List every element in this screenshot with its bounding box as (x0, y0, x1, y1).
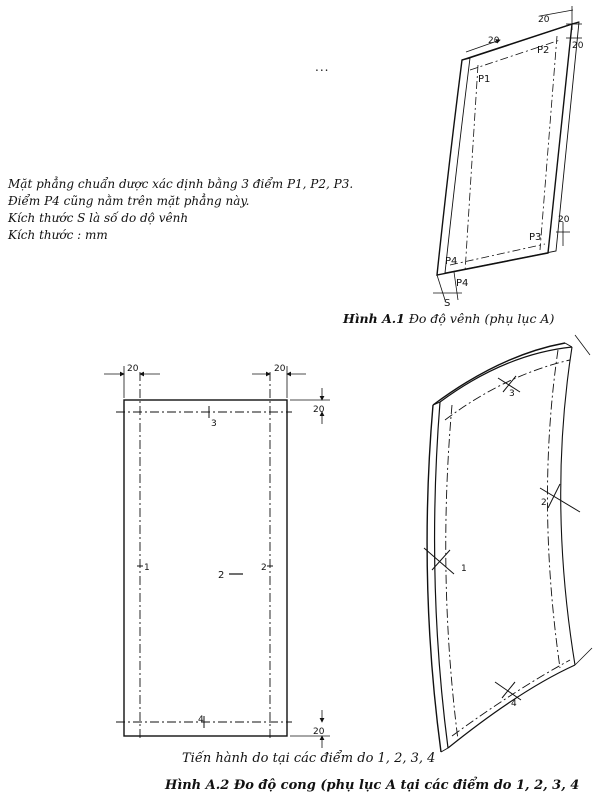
note-line-3: Kích thước S là số do dộ vênh (8, 211, 189, 225)
note-line-4: Kích thước : mm (8, 228, 108, 242)
label-s: S (444, 298, 450, 309)
figure-a2-flat-labels: 20 20 20 20 3 1 2 2 4 (127, 364, 325, 737)
dim-20-right-bottom: 20 (313, 727, 325, 737)
figure-a2-subtitle: Tiến hành do tại các điểm do 1, 2, 3, 4 (182, 751, 436, 766)
dim-20-right: 20 (572, 41, 584, 51)
dim-20-top-right: 20 (274, 364, 286, 374)
figure-a1-caption-number: Hình A.1 (343, 311, 405, 326)
figure-a2-curved-labels: 1 2 3 4 (461, 389, 547, 709)
note-line-1: Mặt phẳng chuẩn dược xác dịnh bằng 3 điể… (8, 177, 354, 191)
dim-20-top-left: 20 (127, 364, 139, 374)
figure-a2-curved-panel (423, 334, 593, 753)
iso-point-2-label: 2 (541, 498, 547, 508)
iso-point-4-label: 4 (511, 699, 517, 709)
label-p4-upper: P4 (445, 256, 457, 267)
label-p1: P1 (478, 74, 490, 85)
figure-a1-panel (433, 6, 582, 301)
figure-a2-caption: Hình A.2 Đo độ cong (phụ lục A tại các đ… (165, 778, 580, 793)
point-1-label: 1 (144, 563, 150, 573)
figure-a1-caption-text: Đo độ vênh (phụ lục A) (404, 311, 555, 326)
point-4-label: 4 (198, 715, 204, 725)
label-p3: P3 (529, 232, 541, 243)
stray-dots: ... (315, 60, 330, 74)
figure-a1-caption: Hình A.1 Đo độ vênh (phụ lục A) (343, 311, 554, 326)
point-2-side-label: 2 (261, 563, 267, 573)
figure-a2-flat-panel (104, 366, 330, 748)
dim-20-right-top: 20 (313, 405, 325, 415)
point-3-label: 3 (211, 419, 217, 429)
iso-point-1-label: 1 (461, 564, 467, 574)
point-2-label: 2 (218, 570, 224, 581)
label-p2: P2 (537, 45, 549, 56)
label-p4-lower: P4 (456, 278, 468, 289)
dim-20-corner: 20 (538, 15, 550, 25)
figure-a1-labels: P1 P2 P3 P4 P4 S 20 20 20 20 (444, 15, 584, 309)
figure-a1-notes: Mặt phẳng chuẩn dược xác dịnh bằng 3 điể… (8, 176, 353, 244)
iso-point-3-label: 3 (509, 389, 515, 399)
note-line-2: Điểm P4 cũng nằm trên mặt phẳng này. (8, 194, 250, 208)
dim-20-top: 20 (488, 36, 500, 46)
dim-20-bottom: 20 (558, 215, 570, 225)
